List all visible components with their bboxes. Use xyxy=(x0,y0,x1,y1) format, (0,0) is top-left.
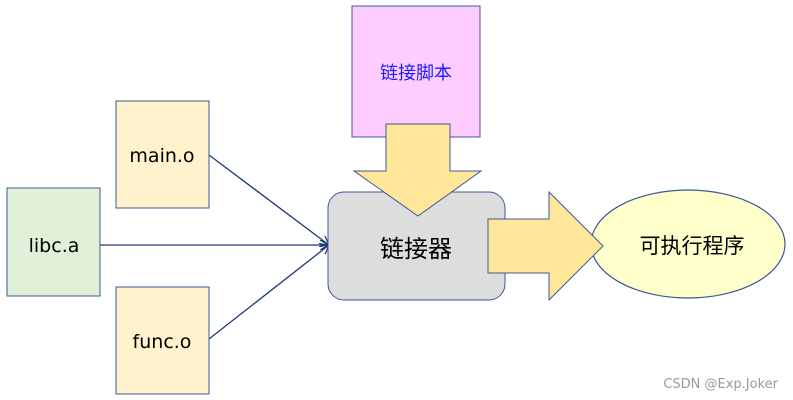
down-block-arrow xyxy=(352,123,483,217)
node-libc-a: libc.a xyxy=(6,187,101,297)
watermark: CSDN @Exp.Joker xyxy=(663,377,778,392)
node-linker: 链接器 xyxy=(327,191,506,301)
node-linker-label: 链接器 xyxy=(380,235,452,263)
node-executable: 可执行程序 xyxy=(590,189,786,299)
node-main-o-label: main.o xyxy=(129,145,194,167)
node-libc-a-label: libc.a xyxy=(29,235,80,257)
right-block-arrow xyxy=(487,190,604,302)
node-linker-script: 链接脚本 xyxy=(351,5,481,138)
edge-func-to-linker xyxy=(208,245,329,340)
node-main-o: main.o xyxy=(115,100,210,209)
node-linker-script-label: 链接脚本 xyxy=(380,63,452,84)
node-func-o: func.o xyxy=(115,286,210,395)
edge-main-to-linker xyxy=(208,154,329,245)
node-executable-label: 可执行程序 xyxy=(640,234,745,258)
node-func-o-label: func.o xyxy=(133,331,192,353)
